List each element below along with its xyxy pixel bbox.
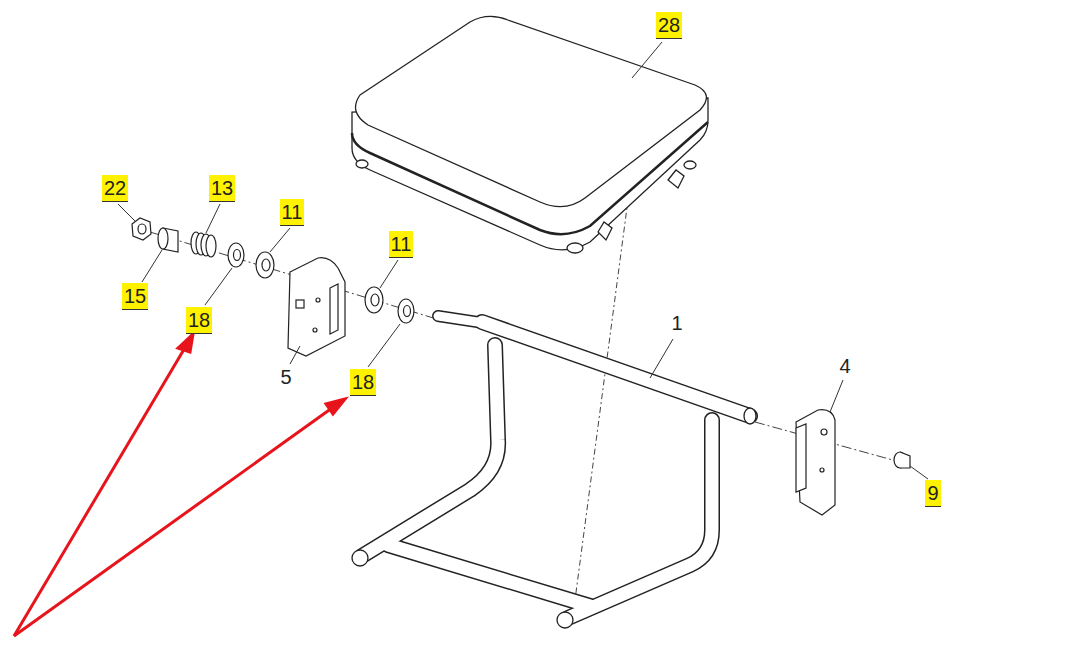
nut-hole [138, 224, 146, 234]
washer [365, 287, 383, 313]
bracket-plate [288, 258, 345, 356]
washer-hole [404, 306, 411, 317]
callout-number: 18 [186, 307, 212, 334]
bolt-head [296, 300, 304, 308]
callout-number: 13 [209, 175, 235, 202]
washer-hole [262, 259, 270, 271]
seat-frame [352, 316, 756, 628]
callout-number: 15 [122, 283, 148, 310]
washer-hole [234, 250, 241, 261]
spring [191, 232, 216, 257]
callout-number: 18 [350, 369, 376, 396]
bracket-plate [796, 410, 835, 515]
callout-number: 22 [102, 175, 128, 202]
cap-stem [900, 452, 910, 468]
hole [820, 468, 824, 472]
bracket-flange [796, 424, 806, 492]
washer-hole [371, 294, 379, 306]
leader-line [118, 42, 928, 479]
callout-number: 5 [278, 364, 293, 390]
ring-end [158, 228, 168, 249]
callout-number: 11 [389, 231, 414, 258]
washer [228, 243, 244, 267]
callout-number: 28 [656, 12, 682, 39]
callout-number: 9 [925, 480, 940, 507]
callout-number: 4 [837, 353, 852, 379]
seat-cushion [352, 16, 708, 253]
pointer-arrow [14, 334, 345, 636]
washer [256, 252, 274, 278]
hole [316, 298, 320, 302]
washer [398, 299, 414, 323]
hole [821, 429, 827, 435]
callout-number: 11 [280, 199, 305, 226]
hole [313, 328, 317, 332]
bracket-flange [330, 284, 338, 334]
callout-number: 1 [669, 310, 684, 336]
